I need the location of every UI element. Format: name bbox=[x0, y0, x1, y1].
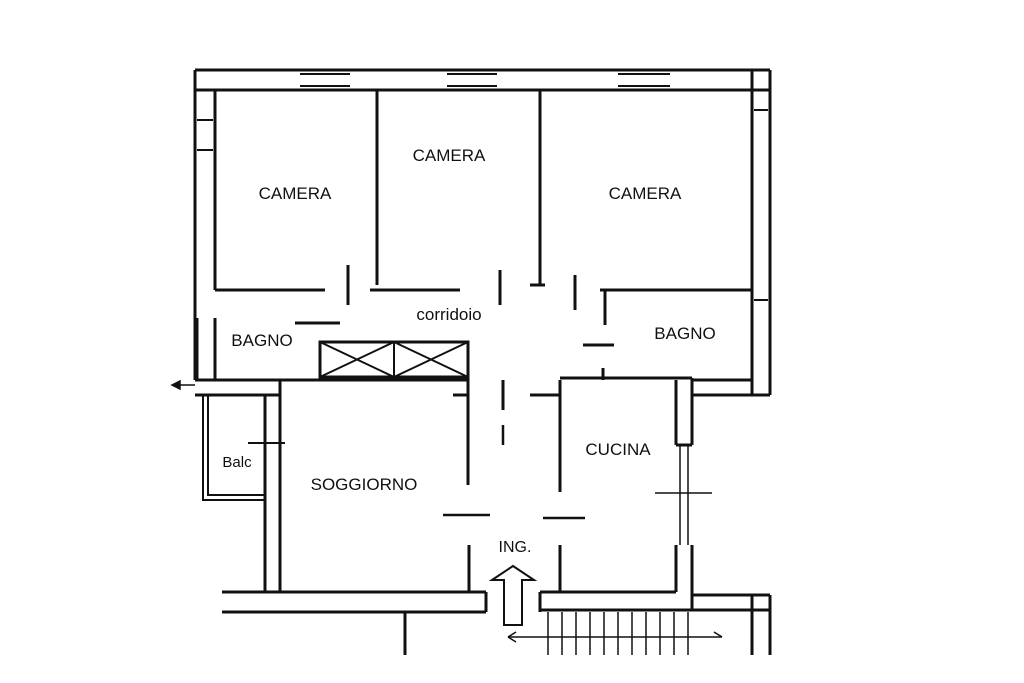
room-label-living: SOGGIORNO bbox=[311, 475, 418, 494]
room-label-kitchen: CUCINA bbox=[585, 440, 651, 459]
room-label-entrance: ING. bbox=[499, 539, 532, 556]
interior-walls bbox=[215, 90, 752, 380]
room-label-bagno-left: BAGNO bbox=[231, 331, 292, 350]
room-label-camera-center: CAMERA bbox=[413, 146, 486, 165]
lower-walls bbox=[222, 376, 772, 655]
kitchen-window bbox=[655, 445, 712, 545]
room-label-corridor: corridoio bbox=[416, 305, 481, 324]
stairs bbox=[507, 612, 723, 655]
room-label-balcony: Balc bbox=[222, 454, 252, 471]
closet bbox=[318, 340, 470, 379]
balcony bbox=[202, 395, 285, 501]
entrance-arrow-icon bbox=[488, 564, 538, 626]
outer-walls bbox=[193, 68, 772, 397]
top-windows bbox=[197, 73, 768, 301]
room-label-bagno-right: BAGNO bbox=[654, 324, 715, 343]
room-label-camera-right: CAMERA bbox=[609, 184, 682, 203]
room-label-camera-left: CAMERA bbox=[259, 184, 332, 203]
door-marks bbox=[443, 425, 585, 520]
left-arrow-mark bbox=[170, 379, 195, 391]
